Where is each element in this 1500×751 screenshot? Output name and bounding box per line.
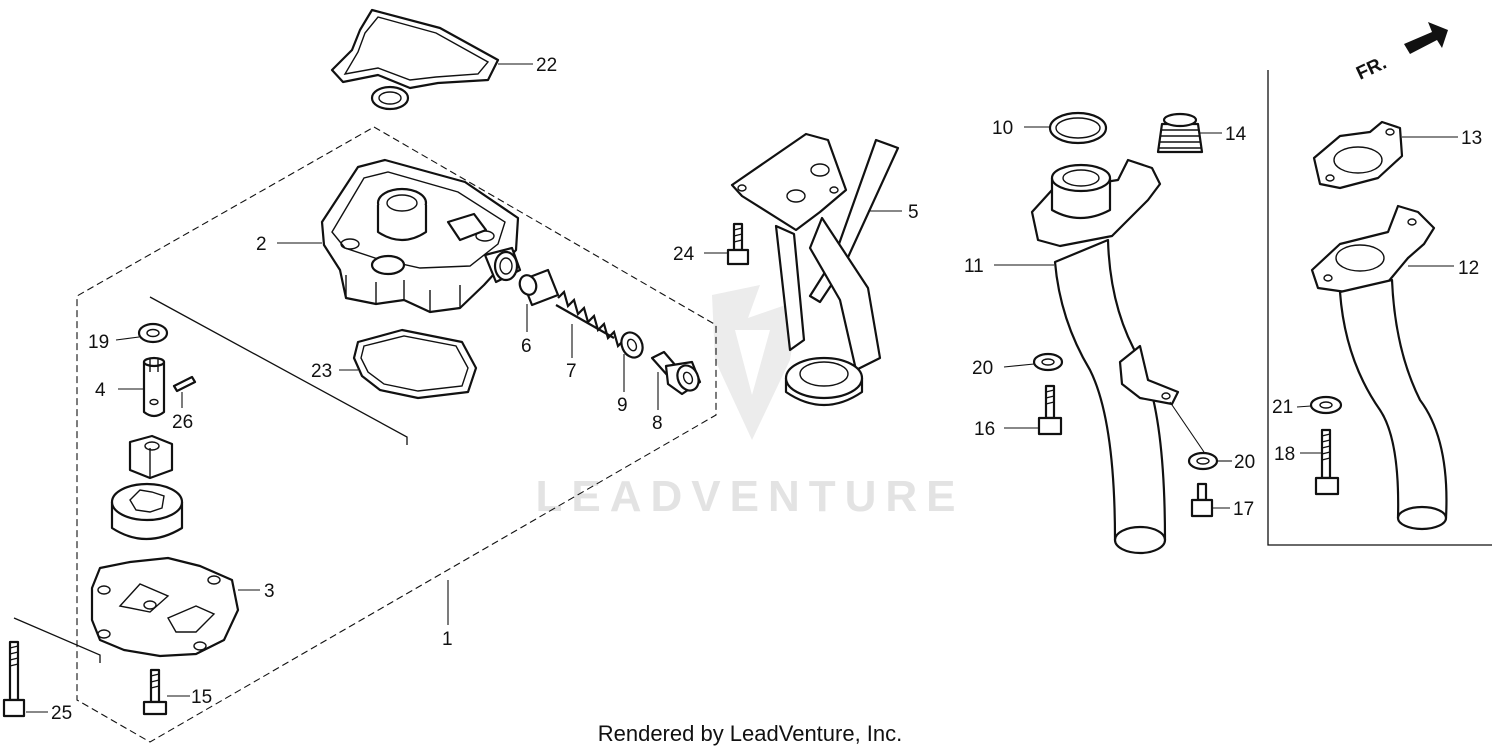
front-direction-indicator: FR. bbox=[1353, 22, 1448, 85]
leader-lines bbox=[26, 63, 1458, 713]
callout-20-upper: 20 bbox=[972, 358, 993, 379]
callout-16: 16 bbox=[974, 419, 995, 440]
part-3-cover bbox=[90, 556, 240, 658]
callout-4: 4 bbox=[95, 380, 106, 401]
callout-19: 19 bbox=[88, 332, 109, 353]
part-12-pipe bbox=[1310, 204, 1448, 531]
sub-bracket-line bbox=[149, 296, 408, 445]
front-label: FR. bbox=[1353, 53, 1390, 85]
part-26-pin bbox=[172, 375, 197, 393]
part-16-bolt bbox=[1037, 384, 1063, 436]
callout-2: 2 bbox=[256, 234, 267, 255]
callout-17: 17 bbox=[1233, 499, 1254, 520]
leadventure-watermark: LEADVENTURE bbox=[535, 285, 964, 521]
part-4-shaft bbox=[142, 356, 166, 418]
callout-8: 8 bbox=[652, 413, 663, 434]
footer-credit: Rendered by LeadVenture, Inc. bbox=[598, 721, 903, 746]
callout-11: 11 bbox=[964, 256, 984, 277]
callout-21: 21 bbox=[1272, 397, 1293, 418]
part-11-pipe bbox=[1030, 158, 1180, 555]
callout-9: 9 bbox=[617, 395, 628, 416]
part-21-washer bbox=[1309, 395, 1343, 415]
callout-13: 13 bbox=[1461, 128, 1482, 149]
part-24-bolt bbox=[726, 222, 750, 266]
part-2-pump-body bbox=[320, 158, 522, 314]
part-8-plug bbox=[650, 350, 702, 396]
callout-18: 18 bbox=[1274, 444, 1295, 465]
callout-24: 24 bbox=[673, 244, 695, 265]
callout-3: 3 bbox=[264, 581, 275, 602]
callout-22: 22 bbox=[536, 55, 557, 76]
callout-20-lower: 20 bbox=[1234, 452, 1255, 473]
callout-1: 1 bbox=[442, 629, 453, 650]
callout-6: 6 bbox=[521, 336, 532, 357]
callout-26: 26 bbox=[172, 412, 193, 433]
callout-10: 10 bbox=[992, 118, 1013, 139]
part-13-gasket bbox=[1312, 120, 1404, 190]
front-arrow-icon bbox=[1404, 22, 1448, 54]
watermark-brand-text: LEADVENTURE bbox=[535, 472, 964, 521]
callout-labels: 22 2 3 4 19 26 1 6 7 9 8 23 5 24 15 25 1… bbox=[51, 55, 1482, 724]
callout-23: 23 bbox=[311, 361, 332, 382]
part-6-sleeve bbox=[518, 268, 560, 307]
right-panel-bracket bbox=[1267, 70, 1492, 546]
part-15-bolt bbox=[142, 668, 168, 716]
part-9-washer bbox=[620, 331, 644, 359]
part-19-washer bbox=[137, 322, 169, 344]
pump-assembly-outline bbox=[76, 126, 717, 743]
callout-12: 12 bbox=[1458, 258, 1479, 279]
watermark-logo-shape bbox=[712, 285, 800, 440]
part-5-strainer bbox=[730, 132, 900, 407]
part-20-washer-lower bbox=[1187, 451, 1219, 471]
part-10-o-ring bbox=[1048, 111, 1108, 145]
callout-15: 15 bbox=[191, 687, 212, 708]
bolt-bracket-line bbox=[13, 617, 101, 663]
callout-7: 7 bbox=[566, 361, 577, 382]
callout-5: 5 bbox=[908, 202, 919, 223]
part-17-bolt bbox=[1190, 482, 1214, 518]
part-25-bolt bbox=[2, 640, 26, 718]
inner-rotor bbox=[128, 434, 174, 480]
outer-rotor bbox=[110, 482, 184, 540]
part-18-bolt bbox=[1314, 428, 1340, 496]
part-23-gasket bbox=[352, 328, 478, 400]
callout-14: 14 bbox=[1225, 124, 1247, 145]
part-22-gasket bbox=[330, 8, 500, 111]
callout-25: 25 bbox=[51, 703, 72, 724]
part-20-washer-upper bbox=[1032, 352, 1064, 372]
part-14-spring-nut bbox=[1156, 112, 1204, 154]
